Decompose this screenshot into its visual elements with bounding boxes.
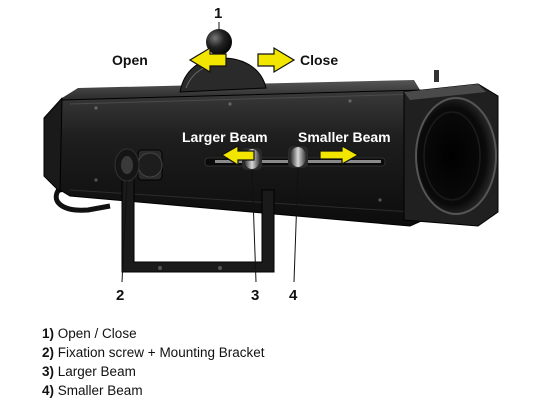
followspot-fixture <box>43 29 499 273</box>
legend-number: 3) <box>42 364 55 379</box>
smaller-beam-label: Smaller Beam <box>298 129 391 145</box>
larger-beam-label: Larger Beam <box>182 129 268 145</box>
legend-item: 2) Fixation screw + Mounting Bracket <box>42 343 265 362</box>
callout-3: 3 <box>251 287 259 304</box>
legend-number: 4) <box>42 383 55 398</box>
close-arrow <box>257 46 296 74</box>
callout-4: 4 <box>289 287 298 304</box>
open-close-knob <box>206 29 232 55</box>
leader-line-4 <box>293 167 299 283</box>
power-cable <box>53 186 111 213</box>
legend-list: 1) Open / Close 2) Fixation screw + Moun… <box>42 324 265 400</box>
open-label: Open <box>112 52 148 68</box>
open-arrow <box>188 46 227 74</box>
legend-number: 1) <box>42 326 55 341</box>
legend-number: 2) <box>42 345 55 360</box>
callout-2: 2 <box>116 287 124 304</box>
legend-item: 4) Smaller Beam <box>42 381 265 400</box>
lens-opening <box>415 97 497 215</box>
close-label: Close <box>300 52 338 68</box>
legend-text: Fixation screw + Mounting Bracket <box>57 345 265 360</box>
legend-item: 1) Open / Close <box>42 324 265 343</box>
smaller-beam-knob <box>288 146 308 168</box>
legend-text: Open / Close <box>57 326 137 341</box>
leader-line-2 <box>121 180 128 283</box>
mounting-bracket <box>121 171 275 273</box>
fixation-screw <box>114 148 163 182</box>
leader-line-3 <box>251 169 257 283</box>
callout-1: 1 <box>214 5 222 22</box>
legend-item: 3) Larger Beam <box>42 362 265 381</box>
smaller-beam-arrow <box>319 144 360 166</box>
legend-text: Larger Beam <box>57 364 136 379</box>
legend-text: Smaller Beam <box>57 383 143 398</box>
larger-beam-arrow <box>220 144 255 167</box>
